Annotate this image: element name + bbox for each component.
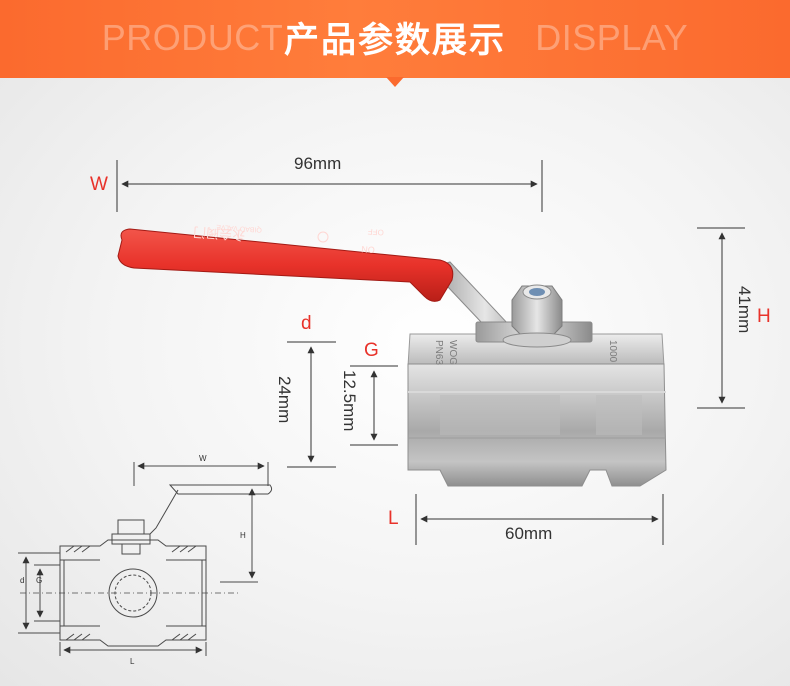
thread-letter: G [364, 340, 379, 361]
handle-brand-en: QIBAO VALVE [216, 223, 262, 233]
outer-diameter-value: 24mm [275, 376, 294, 424]
length-letter: L [388, 508, 399, 529]
body-mark-c: 1000 [607, 340, 618, 363]
drawing-labels: W H d G L [20, 454, 246, 666]
height-value: 41mm [735, 286, 754, 334]
banner-pointer [386, 77, 404, 87]
header-banner: PRODUCT DISPLAY 产品参数展示 [0, 0, 790, 78]
red-handle [117, 228, 454, 302]
width-letter: W [90, 174, 108, 195]
drawing-label-w: W [199, 454, 207, 463]
height-letter: H [757, 306, 771, 327]
outer-diameter-dimension [287, 341, 336, 468]
drawing-label-l: L [130, 657, 135, 666]
height-dimension [697, 227, 745, 409]
width-value: 96mm [294, 154, 342, 173]
handle-text-off: OFF [367, 227, 384, 237]
thread-value: 12.5mm [340, 370, 359, 432]
page-title: 产品参数展示 [283, 21, 506, 61]
body-mark-b: WOG [447, 340, 458, 365]
drawing-label-d: d [20, 576, 24, 585]
ghost-left: PRODUCT [101, 17, 284, 58]
thread-dimension [350, 365, 398, 446]
length-dimension [415, 494, 664, 545]
ghost-right: DISPLAY [535, 17, 689, 58]
width-dimension [116, 160, 543, 212]
handle-text-on: ON [361, 244, 375, 255]
body-mark-a: PN63 [433, 340, 444, 365]
ball-valve-photo: ON OFF 永会阀门 QIBAO VALVE PN63 WOG 1000 [117, 223, 667, 487]
handle-brand-cn: 永会阀门 [193, 223, 246, 242]
technical-drawing [18, 462, 273, 656]
drawing-label-h: H [240, 531, 246, 540]
length-value: 60mm [505, 524, 553, 543]
logo-icon [317, 231, 329, 243]
banner-ghost-text: PRODUCT DISPLAY [0, 17, 790, 59]
drawing-label-g: G [36, 576, 42, 585]
outer-diameter-letter: d [301, 313, 312, 334]
